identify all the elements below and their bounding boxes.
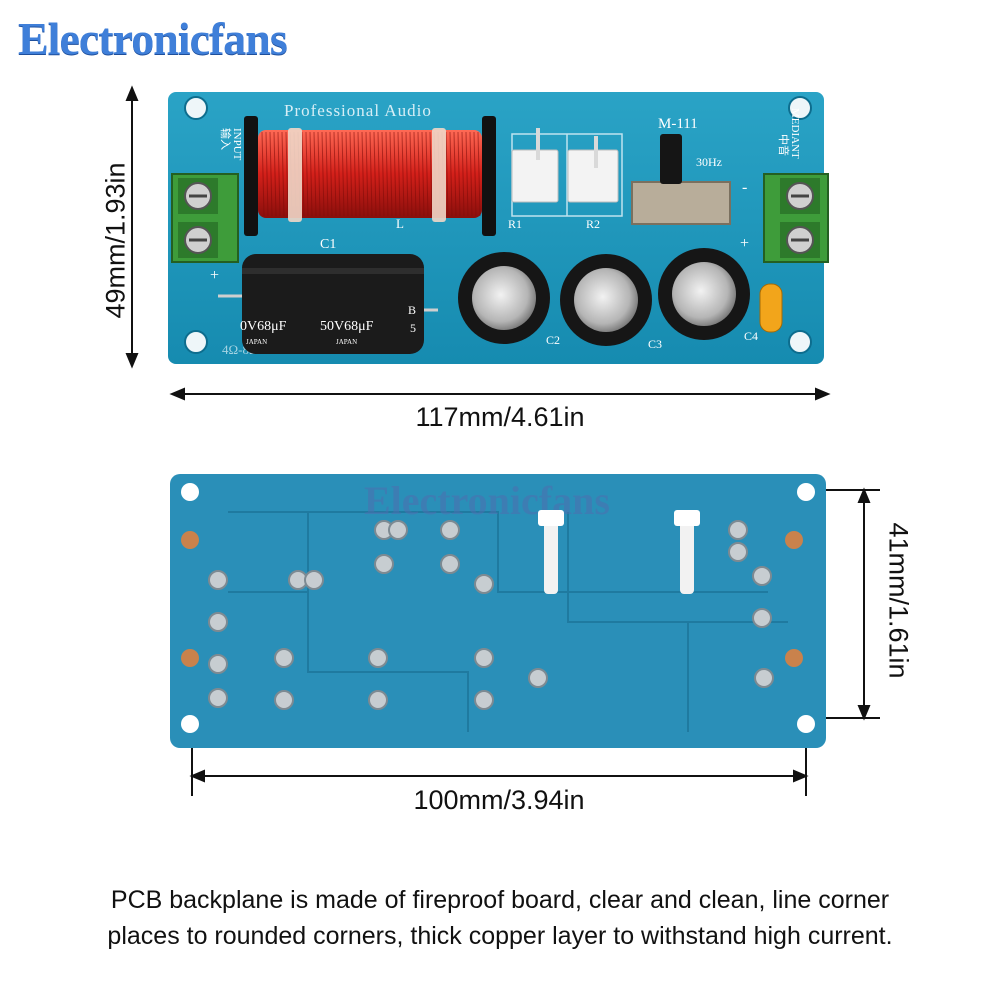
silk-input-cn: 输入 — [219, 128, 233, 150]
silk-c1: C1 — [320, 237, 336, 252]
silk-r2: R2 — [586, 217, 600, 231]
solder-joint — [728, 542, 748, 562]
cap-c1-japan: JAPAN — [246, 338, 267, 346]
silk-minus: - — [742, 179, 747, 196]
mount-hole — [184, 330, 208, 354]
silk-mediant-cn: 中音 — [777, 134, 791, 156]
solder-joint — [474, 690, 494, 710]
silk-freq: 30Hz — [696, 155, 722, 169]
watermark: Electronicfans — [364, 478, 610, 523]
capacitor-c2 — [458, 252, 550, 344]
solder-joint — [208, 570, 228, 590]
cap-c1-b: B — [408, 303, 416, 317]
cap-c1-5: 5 — [410, 321, 416, 335]
slide-switch — [631, 134, 731, 225]
cap-c1-value: 50V68μF — [320, 319, 374, 334]
solder-joint — [440, 520, 460, 540]
solder-joint — [208, 612, 228, 632]
silk-plus: + — [210, 267, 219, 284]
solder-joint — [752, 566, 772, 586]
solder-joint — [368, 648, 388, 668]
solder-joint — [752, 608, 772, 628]
solder-joint — [728, 520, 748, 540]
silk-title: Professional Audio — [284, 101, 432, 120]
solder-joint — [754, 668, 774, 688]
mount-hole — [788, 330, 812, 354]
cap-c1-left: 0V68μF — [240, 319, 287, 334]
silk-mediant: MEDIANT — [789, 108, 801, 159]
solder-joint — [274, 690, 294, 710]
cap-c1-japan: JAPAN — [336, 338, 357, 346]
bottom-height-label: 41mm/1.61in — [883, 522, 914, 679]
solder-joint — [474, 574, 494, 594]
solder-joint — [368, 690, 388, 710]
output-terminal-block — [763, 173, 829, 263]
solder-joint — [304, 570, 324, 590]
pcb-back-body — [170, 474, 826, 748]
copper-pad — [785, 531, 803, 549]
solder-joint — [440, 554, 460, 574]
top-width-label: 117mm/4.61in — [415, 402, 585, 432]
copper-pad — [181, 649, 199, 667]
caption-line-2: places to rounded corners, thick copper … — [107, 922, 893, 950]
silk-c4: C4 — [744, 329, 758, 343]
mount-hole — [184, 96, 208, 120]
silk-c3: C3 — [648, 337, 662, 351]
top-height-label: 49mm/1.93in — [100, 162, 131, 319]
silk-r1: R1 — [508, 217, 522, 231]
pcb-top-view: Professional Audio M-111 30Hz INPUT 输入 M… — [168, 92, 829, 364]
silk-plus: + — [740, 235, 749, 252]
solder-joint — [274, 648, 294, 668]
mount-hole — [797, 715, 815, 733]
mount-hole — [788, 96, 812, 120]
solder-joint — [528, 668, 548, 688]
inductor-coil — [244, 116, 496, 236]
caption: PCB backplane is made of fireproof board… — [40, 882, 960, 954]
bottom-width-label: 100mm/3.94in — [413, 785, 585, 815]
mount-hole — [181, 483, 199, 501]
resistor-r1 — [511, 128, 559, 203]
pcb-bottom-view: Electronicfans — [170, 474, 826, 748]
silk-model: M-111 — [658, 116, 698, 132]
cable-tie — [674, 510, 700, 594]
solder-joint — [474, 648, 494, 668]
input-terminal-block — [171, 173, 239, 263]
brand-logo: Electronicfans — [18, 13, 288, 64]
silk-input: INPUT — [231, 128, 243, 161]
silk-l: L — [396, 216, 404, 231]
solder-joint — [374, 554, 394, 574]
mount-hole — [797, 483, 815, 501]
capacitor-c4 — [658, 248, 750, 340]
caption-line-1: PCB backplane is made of fireproof board… — [110, 886, 890, 914]
resistor-r2 — [567, 136, 619, 203]
mount-hole — [181, 715, 199, 733]
cable-tie — [538, 510, 564, 594]
capacitor-small-yellow — [759, 283, 783, 333]
copper-pad — [785, 649, 803, 667]
silk-c2: C2 — [546, 333, 560, 347]
solder-joint — [208, 654, 228, 674]
copper-pad — [181, 531, 199, 549]
capacitor-c1: 0V68μF 50V68μF JAPAN JAPAN B 5 — [218, 254, 438, 354]
capacitor-c3 — [560, 254, 652, 346]
solder-joint — [388, 520, 408, 540]
solder-joint — [208, 688, 228, 708]
